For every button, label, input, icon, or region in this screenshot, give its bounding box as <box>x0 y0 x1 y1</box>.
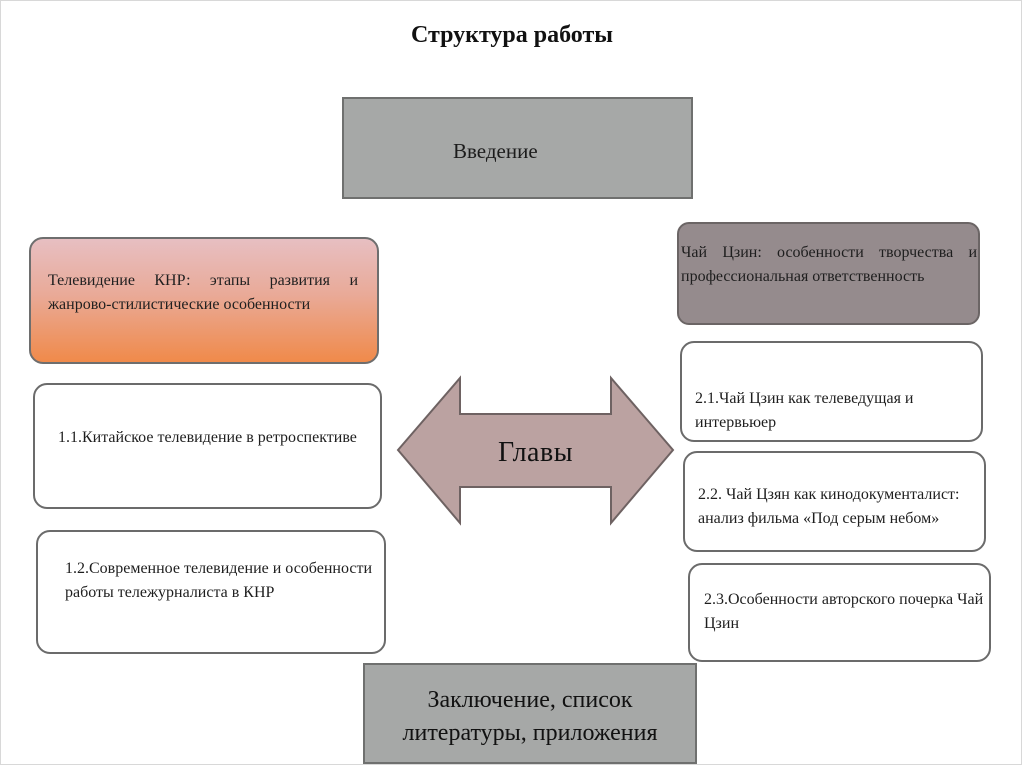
double-arrow-icon <box>396 375 675 526</box>
section-2-2-label: 2.2. Чай Цзян как кинодокументалист: ана… <box>698 486 960 527</box>
section-2-2-box: 2.2. Чай Цзян как кинодокументалист: ана… <box>683 451 986 552</box>
intro-box: Введение <box>342 97 693 199</box>
section-1-2-label: 1.2.Современное телевидение и особенност… <box>65 560 373 601</box>
section-2-3-box: 2.3.Особенности авторского почерка Чай Ц… <box>688 563 991 662</box>
section-1-1-label: 1.1.Китайское телевидение в ретроспектив… <box>58 429 357 446</box>
conclusion-box: Заключение, список литературы, приложени… <box>363 663 697 764</box>
chapters-label: Главы <box>497 437 573 468</box>
chapter-2-label: Чай Цзин: особенности творчества и профе… <box>681 244 977 285</box>
section-1-1-box: 1.1.Китайское телевидение в ретроспектив… <box>33 383 382 509</box>
chapter-1-box: Телевидение КНР: этапы развития и жанров… <box>29 237 379 364</box>
diagram-title: Структура работы <box>410 22 614 48</box>
section-2-3-label: 2.3.Особенности авторского почерка Чай Ц… <box>704 591 984 632</box>
section-2-1-label: 2.1.Чай Цзин как телеведущая и интервьюе… <box>695 390 914 431</box>
section-1-2-box: 1.2.Современное телевидение и особенност… <box>36 530 386 654</box>
section-2-1-box: 2.1.Чай Цзин как телеведущая и интервьюе… <box>680 341 983 442</box>
intro-label: Введение <box>453 139 538 163</box>
double-arrow-shape <box>396 375 675 526</box>
conclusion-label: Заключение, список литературы, приложени… <box>402 686 658 746</box>
chapter-2-box: Чай Цзин: особенности творчества и профе… <box>677 222 980 325</box>
chapter-1-label: Телевидение КНР: этапы развития и жанров… <box>48 272 358 313</box>
